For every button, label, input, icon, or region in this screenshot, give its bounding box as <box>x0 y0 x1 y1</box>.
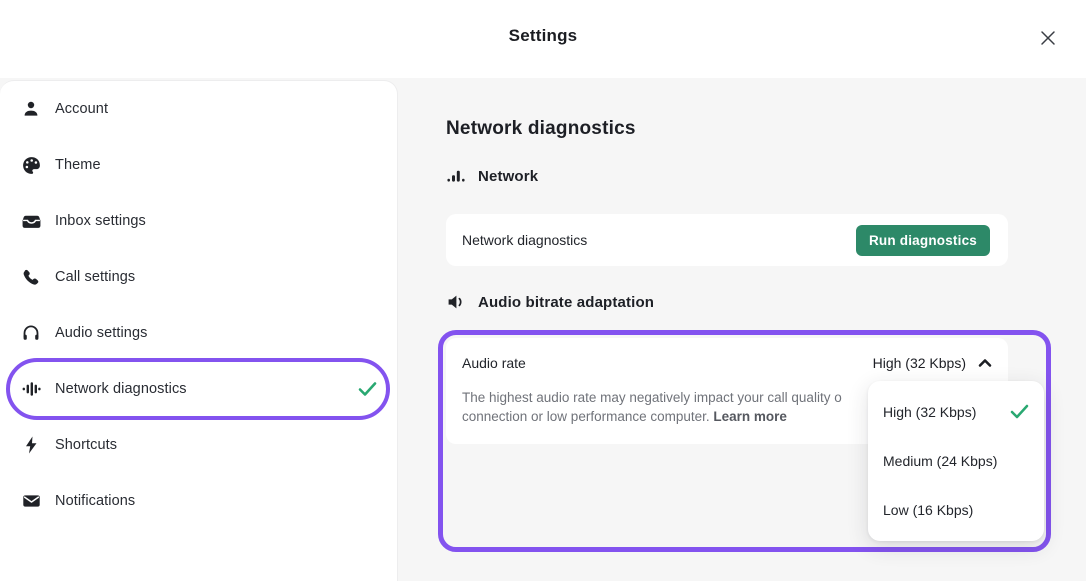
sidebar-item-label: Audio settings <box>55 325 148 341</box>
sidebar-item-audio-settings[interactable]: Audio settings <box>0 305 397 361</box>
sidebar-item-label: Shortcuts <box>55 437 118 453</box>
check-icon <box>1010 404 1029 419</box>
dropdown-option-medium[interactable]: Medium (24 Kbps) <box>883 452 998 469</box>
phone-icon <box>20 266 42 288</box>
headphones-icon <box>20 322 42 344</box>
audio-rate-dropdown: High (32 Kbps) Medium (24 Kbps) Low (16 … <box>868 381 1044 541</box>
sidebar-item-network-diagnostics[interactable]: Network diagnostics <box>0 358 397 420</box>
network-diagnostics-label: Network diagnostics <box>462 232 588 248</box>
sidebar-item-shortcuts[interactable]: Shortcuts <box>0 417 397 473</box>
signal-bars-icon <box>446 166 466 186</box>
dropdown-option-high[interactable]: High (32 Kbps) <box>868 387 1044 436</box>
audio-rate-select[interactable]: High (32 Kbps) <box>873 355 992 371</box>
audio-rate-selected-value: High (32 Kbps) <box>872 355 966 371</box>
description-line-1: The highest audio rate may negatively im… <box>462 390 842 405</box>
network-diagnostics-card: Network diagnostics Run diagnostics <box>446 214 1008 266</box>
sidebar-item-label: Network diagnostics <box>55 381 187 397</box>
close-icon[interactable] <box>1037 27 1059 49</box>
sidebar-nav: Account Theme Inbox settings Call settin… <box>0 81 397 529</box>
sidebar-item-label: Inbox settings <box>55 213 146 229</box>
palette-icon <box>20 154 42 176</box>
person-icon <box>20 98 42 120</box>
equalizer-icon <box>20 378 42 400</box>
audio-rate-label: Audio rate <box>462 355 526 371</box>
sidebar-item-label: Account <box>55 101 109 117</box>
audio-section-title: Audio bitrate adaptation <box>478 293 655 311</box>
network-section-header: Network <box>446 164 1008 188</box>
sidebar-item-label: Theme <box>55 157 101 173</box>
page-title: Network diagnostics <box>446 118 636 139</box>
audio-rate-description: The highest audio rate may negatively im… <box>462 388 992 426</box>
learn-more-link[interactable]: Learn more <box>713 409 787 424</box>
chevron-up-icon <box>978 358 992 368</box>
dropdown-option-low[interactable]: Low (16 Kbps) <box>883 502 974 519</box>
audio-rate-highlight-outline: Audio rate High (32 Kbps) The highest au… <box>438 330 1051 552</box>
settings-main-panel: Network diagnostics Network Network diag… <box>398 78 1086 581</box>
settings-sidebar: Account Theme Inbox settings Call settin… <box>0 80 398 581</box>
run-diagnostics-button[interactable]: Run diagnostics <box>855 224 990 256</box>
sidebar-item-call-settings[interactable]: Call settings <box>0 249 397 305</box>
dialog-title: Settings <box>508 26 578 45</box>
sidebar-item-account[interactable]: Account <box>0 81 397 137</box>
sidebar-item-inbox-settings[interactable]: Inbox settings <box>0 193 397 249</box>
envelope-icon <box>20 490 42 512</box>
audio-section-header: Audio bitrate adaptation <box>446 290 1008 314</box>
check-icon <box>358 381 377 397</box>
inbox-icon <box>20 210 42 232</box>
sidebar-item-notifications[interactable]: Notifications <box>0 473 397 529</box>
sidebar-item-label: Call settings <box>55 269 136 285</box>
description-line-2: connection or low performance computer. … <box>462 409 787 424</box>
settings-header: Settings <box>0 0 1086 78</box>
sidebar-item-theme[interactable]: Theme <box>0 137 397 193</box>
speaker-icon <box>446 292 466 312</box>
network-section-title: Network <box>478 167 539 185</box>
sidebar-item-label: Notifications <box>55 493 136 509</box>
lightning-icon <box>20 434 42 456</box>
